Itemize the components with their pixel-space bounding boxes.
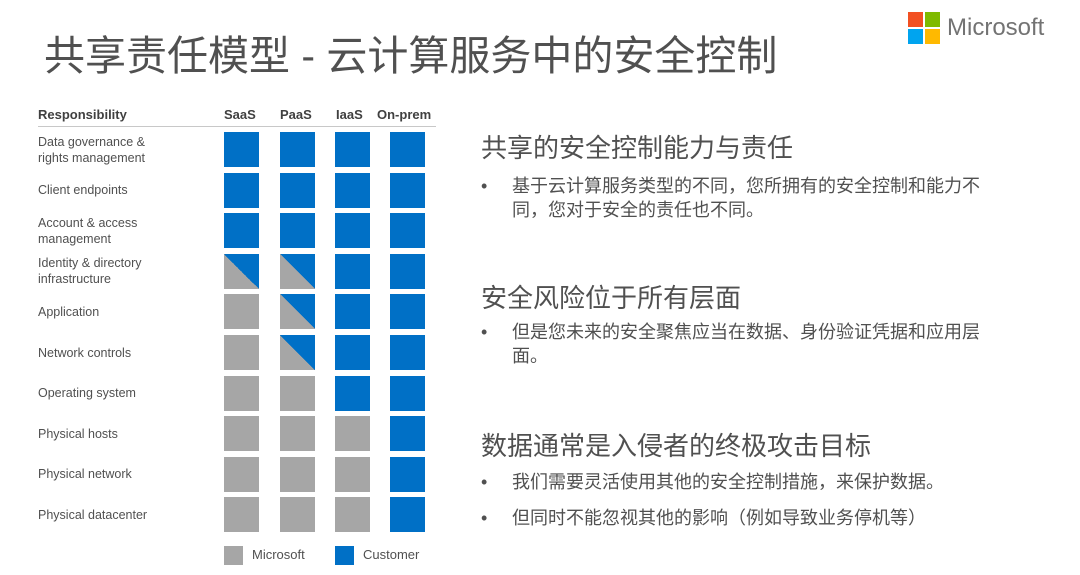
cell-customer <box>335 253 370 289</box>
logo-text: Microsoft <box>947 14 1045 41</box>
cell-shared <box>280 294 315 330</box>
cell-microsoft <box>280 456 315 492</box>
legend-customer-label: Customer <box>363 547 420 562</box>
cell-customer <box>390 456 425 492</box>
cell-customer <box>280 132 315 167</box>
cell-customer <box>224 172 259 208</box>
cell-customer <box>390 213 425 249</box>
cell-customer <box>335 375 370 411</box>
header-paas: PaaS <box>280 107 312 122</box>
cell-customer <box>224 132 259 167</box>
cell-customer <box>390 132 425 167</box>
header-onprem: On-prem <box>377 107 432 122</box>
cell-microsoft <box>280 375 315 411</box>
cell-microsoft <box>224 456 259 492</box>
row-label: Physical network <box>38 467 132 482</box>
cell-shared <box>280 335 315 370</box>
legend-customer-swatch <box>335 546 354 565</box>
row-label: Network controls <box>38 345 132 360</box>
cell-microsoft <box>224 335 259 370</box>
row-label: Operating system <box>38 386 136 401</box>
header-iaas: IaaS <box>336 107 363 122</box>
cell-customer <box>390 497 425 533</box>
row-label: Client endpoints <box>38 183 128 198</box>
cell-customer <box>280 172 315 208</box>
page-title: 共享责任模型 - 云计算服务中的安全控制 <box>44 33 778 79</box>
cell-customer <box>335 294 370 330</box>
grid-header: Responsibility SaaS PaaS IaaS On-prem <box>38 106 436 127</box>
bullet-icon: • <box>481 508 488 528</box>
cell-microsoft <box>224 375 259 411</box>
cell-customer <box>280 213 315 249</box>
header-responsibility: Responsibility <box>38 107 127 122</box>
windows-logo-icon <box>908 12 940 44</box>
cell-customer <box>390 416 425 452</box>
legend-microsoft-swatch <box>224 546 243 565</box>
cell-microsoft <box>335 416 370 452</box>
bullet-icon: • <box>481 472 488 492</box>
cell-customer <box>390 335 425 370</box>
cell-customer <box>335 335 370 370</box>
cell-customer <box>390 253 425 289</box>
cell-microsoft <box>224 294 259 330</box>
cell-customer <box>390 172 425 208</box>
cell-microsoft <box>280 416 315 452</box>
microsoft-logo: Microsoft <box>908 12 1044 44</box>
section-heading-data-target: 数据通常是入侵者的终极攻击目标 <box>481 431 872 461</box>
section-3-bullet-2: 但同时不能忽视其他的影响（例如导致业务停机等） <box>512 508 926 528</box>
bullet-icon: • <box>481 176 488 196</box>
row-label: Physical datacenter <box>38 507 148 522</box>
cell-customer <box>390 375 425 411</box>
section-1-bullet-1: 基于云计算服务类型的不同，您所拥有的安全控制和能力不同，您对于安全的责任也不同。 <box>512 176 980 220</box>
row-label: Application <box>38 304 100 319</box>
cell-customer <box>390 294 425 330</box>
cell-microsoft <box>335 497 370 533</box>
section-3-bullet-1: 我们需要灵活使用其他的安全控制措施，来保护数据。 <box>512 472 944 492</box>
bullet-icon: • <box>481 322 488 342</box>
section-heading-risk-all-layers: 安全风险位于所有层面 <box>481 283 742 313</box>
cell-shared <box>280 253 315 289</box>
cell-shared <box>224 253 259 289</box>
cell-microsoft <box>224 497 259 533</box>
cell-customer <box>224 213 259 249</box>
cell-customer <box>335 213 370 249</box>
row-label: Data governance &rights management <box>38 134 146 165</box>
section-2-bullet-1: 但是您未来的安全聚焦应当在数据、身份验证凭据和应用层面。 <box>512 322 980 366</box>
row-label: Physical hosts <box>38 426 118 441</box>
header-saas: SaaS <box>224 107 256 122</box>
cell-customer <box>335 172 370 208</box>
cell-microsoft <box>280 497 315 533</box>
section-heading-shared-control: 共享的安全控制能力与责任 <box>481 133 794 163</box>
cell-microsoft <box>224 416 259 452</box>
cell-microsoft <box>335 456 370 492</box>
cell-customer <box>335 132 370 167</box>
legend-microsoft-label: Microsoft <box>252 547 305 562</box>
